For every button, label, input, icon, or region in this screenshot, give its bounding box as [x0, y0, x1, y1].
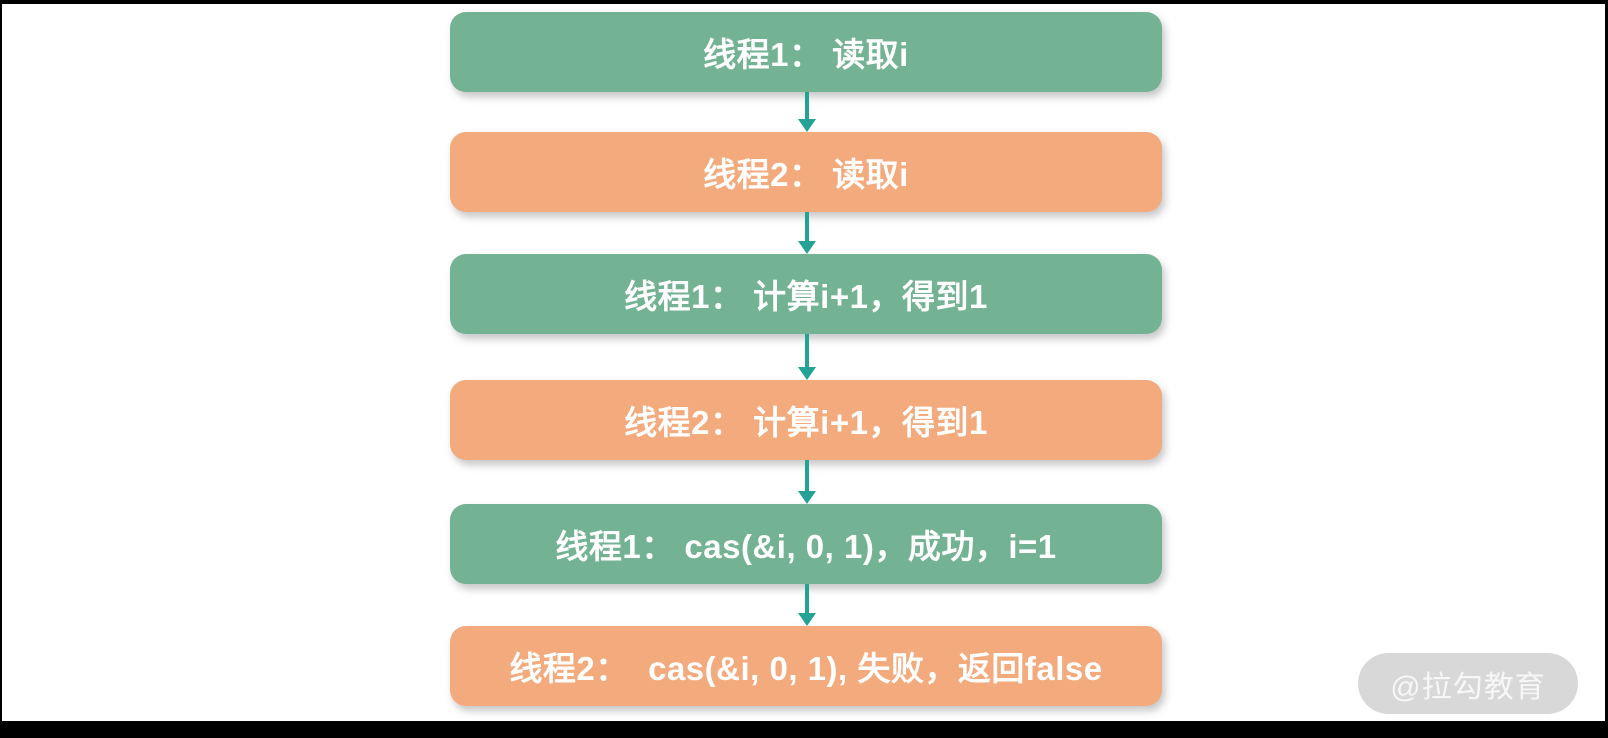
watermark-badge: @拉勾教育	[1358, 653, 1578, 714]
arrow-stem	[805, 334, 809, 367]
arrow-down-icon	[798, 367, 816, 380]
flow-node-label: 线程1： 读取i	[703, 36, 909, 73]
arrow-down-icon	[798, 119, 816, 132]
diagram-canvas: 线程1： 读取i 线程2： 读取i 线程1： 计算i+1，得到1 线程2： 计算…	[2, 4, 1605, 721]
flow-arrow-1	[797, 92, 817, 132]
arrow-down-icon	[798, 241, 816, 254]
flow-node-thread1-compute: 线程1： 计算i+1，得到1	[450, 254, 1162, 334]
flow-node-thread2-compute: 线程2： 计算i+1，得到1	[450, 380, 1162, 460]
flow-node-thread2-cas-fail: 线程2： cas(&i, 0, 1), 失败，返回false	[450, 626, 1162, 706]
watermark-label: @拉勾教育	[1390, 670, 1546, 704]
arrow-down-icon	[798, 491, 816, 504]
arrow-stem	[805, 92, 809, 119]
flow-node-label: 线程1： 计算i+1，得到1	[624, 278, 988, 315]
flow-node-label: 线程2： cas(&i, 0, 1), 失败，返回false	[509, 650, 1103, 687]
flow-node-thread2-read: 线程2： 读取i	[450, 132, 1162, 212]
flow-node-label: 线程1： cas(&i, 0, 1)，成功，i=1	[555, 528, 1057, 565]
arrow-stem	[805, 584, 809, 613]
flow-arrow-3	[797, 334, 817, 380]
flow-node-label: 线程2： 计算i+1，得到1	[624, 404, 988, 441]
flow-node-thread1-cas-success: 线程1： cas(&i, 0, 1)，成功，i=1	[450, 504, 1162, 584]
arrow-stem	[805, 212, 809, 241]
flow-node-thread1-read: 线程1： 读取i	[450, 12, 1162, 92]
flow-arrow-5	[797, 584, 817, 626]
flow-node-label: 线程2： 读取i	[703, 156, 909, 193]
arrow-stem	[805, 460, 809, 491]
arrow-down-icon	[798, 613, 816, 626]
flow-arrow-4	[797, 460, 817, 504]
flow-arrow-2	[797, 212, 817, 254]
